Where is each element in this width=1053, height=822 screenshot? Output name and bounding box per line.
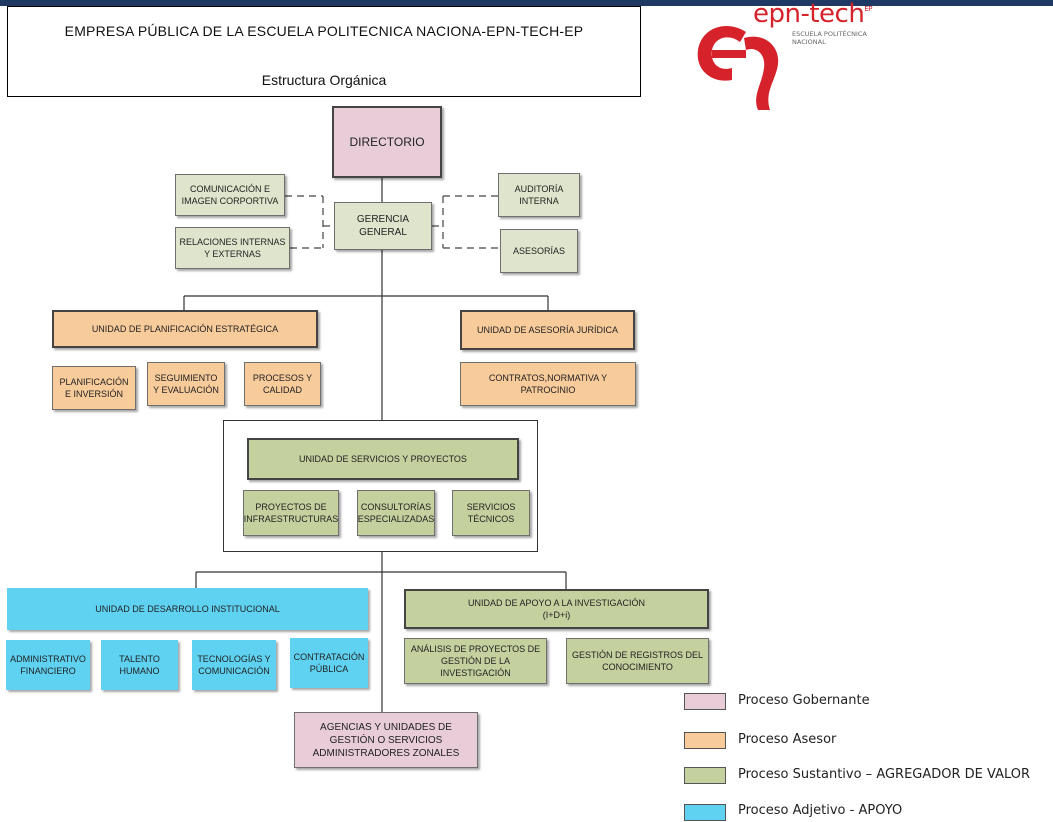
desarrollo-institucional-box: UNIDAD DE DESARROLLO INSTITUCIONAL [7,588,368,630]
servicios-proyectos-frame [223,420,538,552]
legend-swatch-gobernante [684,693,726,710]
legend-swatch-asesor [684,732,726,749]
proyectos-infraestructuras-box: PROYECTOS DE INFRAESTRUCTURAS [243,490,339,536]
gerencia-general-box: GERENCIA GENERAL [334,202,432,250]
consultorias-especializadas-box: CONSULTORÍAS ESPECIALIZADAS [357,490,435,536]
contratos-normativa-box: CONTRATOS,NORMATIVA Y PATROCINIO [460,362,636,406]
legend-label-gobernante: Proceso Gobernante [738,693,870,708]
asesorias-box: ASESORÍAS [500,229,578,273]
directorio-box: DIRECTORIO [332,106,442,178]
legend-label-asesor: Proceso Asesor [738,732,837,747]
legend-label-sustantivo: Proceso Sustantivo – AGREGADOR DE VALOR [738,767,1031,782]
planificacion-inversion-box: PLANIFICACIÓN E INVERSIÓN [52,366,136,410]
header-title: EMPRESA PÚBLICA DE LA ESCUELA POLITECNIC… [64,23,584,39]
logo-line-1: ESCUELA POLITÉCNICA [792,30,867,38]
agencias-unidades-box: AGENCIAS Y UNIDADES DE GESTIÓN O SERVICI… [294,712,478,768]
analisis-proyectos-box: ANÁLISIS DE PROYECTOS DE GESTIÓN DE LA I… [404,638,547,684]
top-border-bar [0,0,1053,6]
epn-tech-logo: epn-techEP ESCUELA POLITÉCNICA NACIONAL [688,0,903,110]
relaciones-internas-box: RELACIONES INTERNAS Y EXTERNAS [175,227,290,269]
legend-label-adjetivo: Proceso Adjetivo - APOYO [738,803,903,818]
legend-swatch-sustantivo [684,767,726,784]
servicios-proyectos-box: UNIDAD DE SERVICIOS Y PROYECTOS [247,438,519,480]
tecnologias-comunicacion-box: TECNOLOGÍAS Y COMUNICACIÓN [192,640,276,690]
logo-brand: epn-techEP [753,0,872,29]
header-box: EMPRESA PÚBLICA DE LA ESCUELA POLITECNIC… [7,6,641,97]
legend-swatch-adjetivo [684,804,726,821]
comunicacion-imagen-box: COMUNICACIÓN E IMAGEN CORPORTIVA [175,174,285,216]
logo-emblem [697,26,779,110]
auditoria-interna-box: AUDITORÍA INTERNA [498,173,580,217]
asesoria-juridica-box: UNIDAD DE ASESORÍA JURÍDICA [460,310,635,350]
procesos-calidad-box: PROCESOS Y CALIDAD [244,362,321,406]
apoyo-investigacion-box: UNIDAD DE APOYO A LA INVESTIGACIÓN (I+D+… [404,589,709,629]
administrativo-financiero-box: ADMINISTRATIVO FINANCIERO [6,640,90,690]
talento-humano-box: TALENTO HUMANO [101,640,178,690]
gestion-registros-box: GESTIÓN DE REGISTROS DEL CONOCIMIENTO [566,638,709,684]
seguimiento-evaluacion-box: SEGUIMIENTO Y EVALUACIÓN [147,362,225,406]
servicios-tecnicos-box: SERVICIOS TÉCNICOS [452,490,530,536]
logo-line-2: NACIONAL [792,38,826,46]
contratacion-publica-box: CONTRATACIÓN PÚBLICA [290,638,368,688]
header-subtitle: Estructura Orgánica [261,72,387,88]
planificacion-estrategica-box: UNIDAD DE PLANIFICACIÓN ESTRATÉGICA [52,310,318,348]
